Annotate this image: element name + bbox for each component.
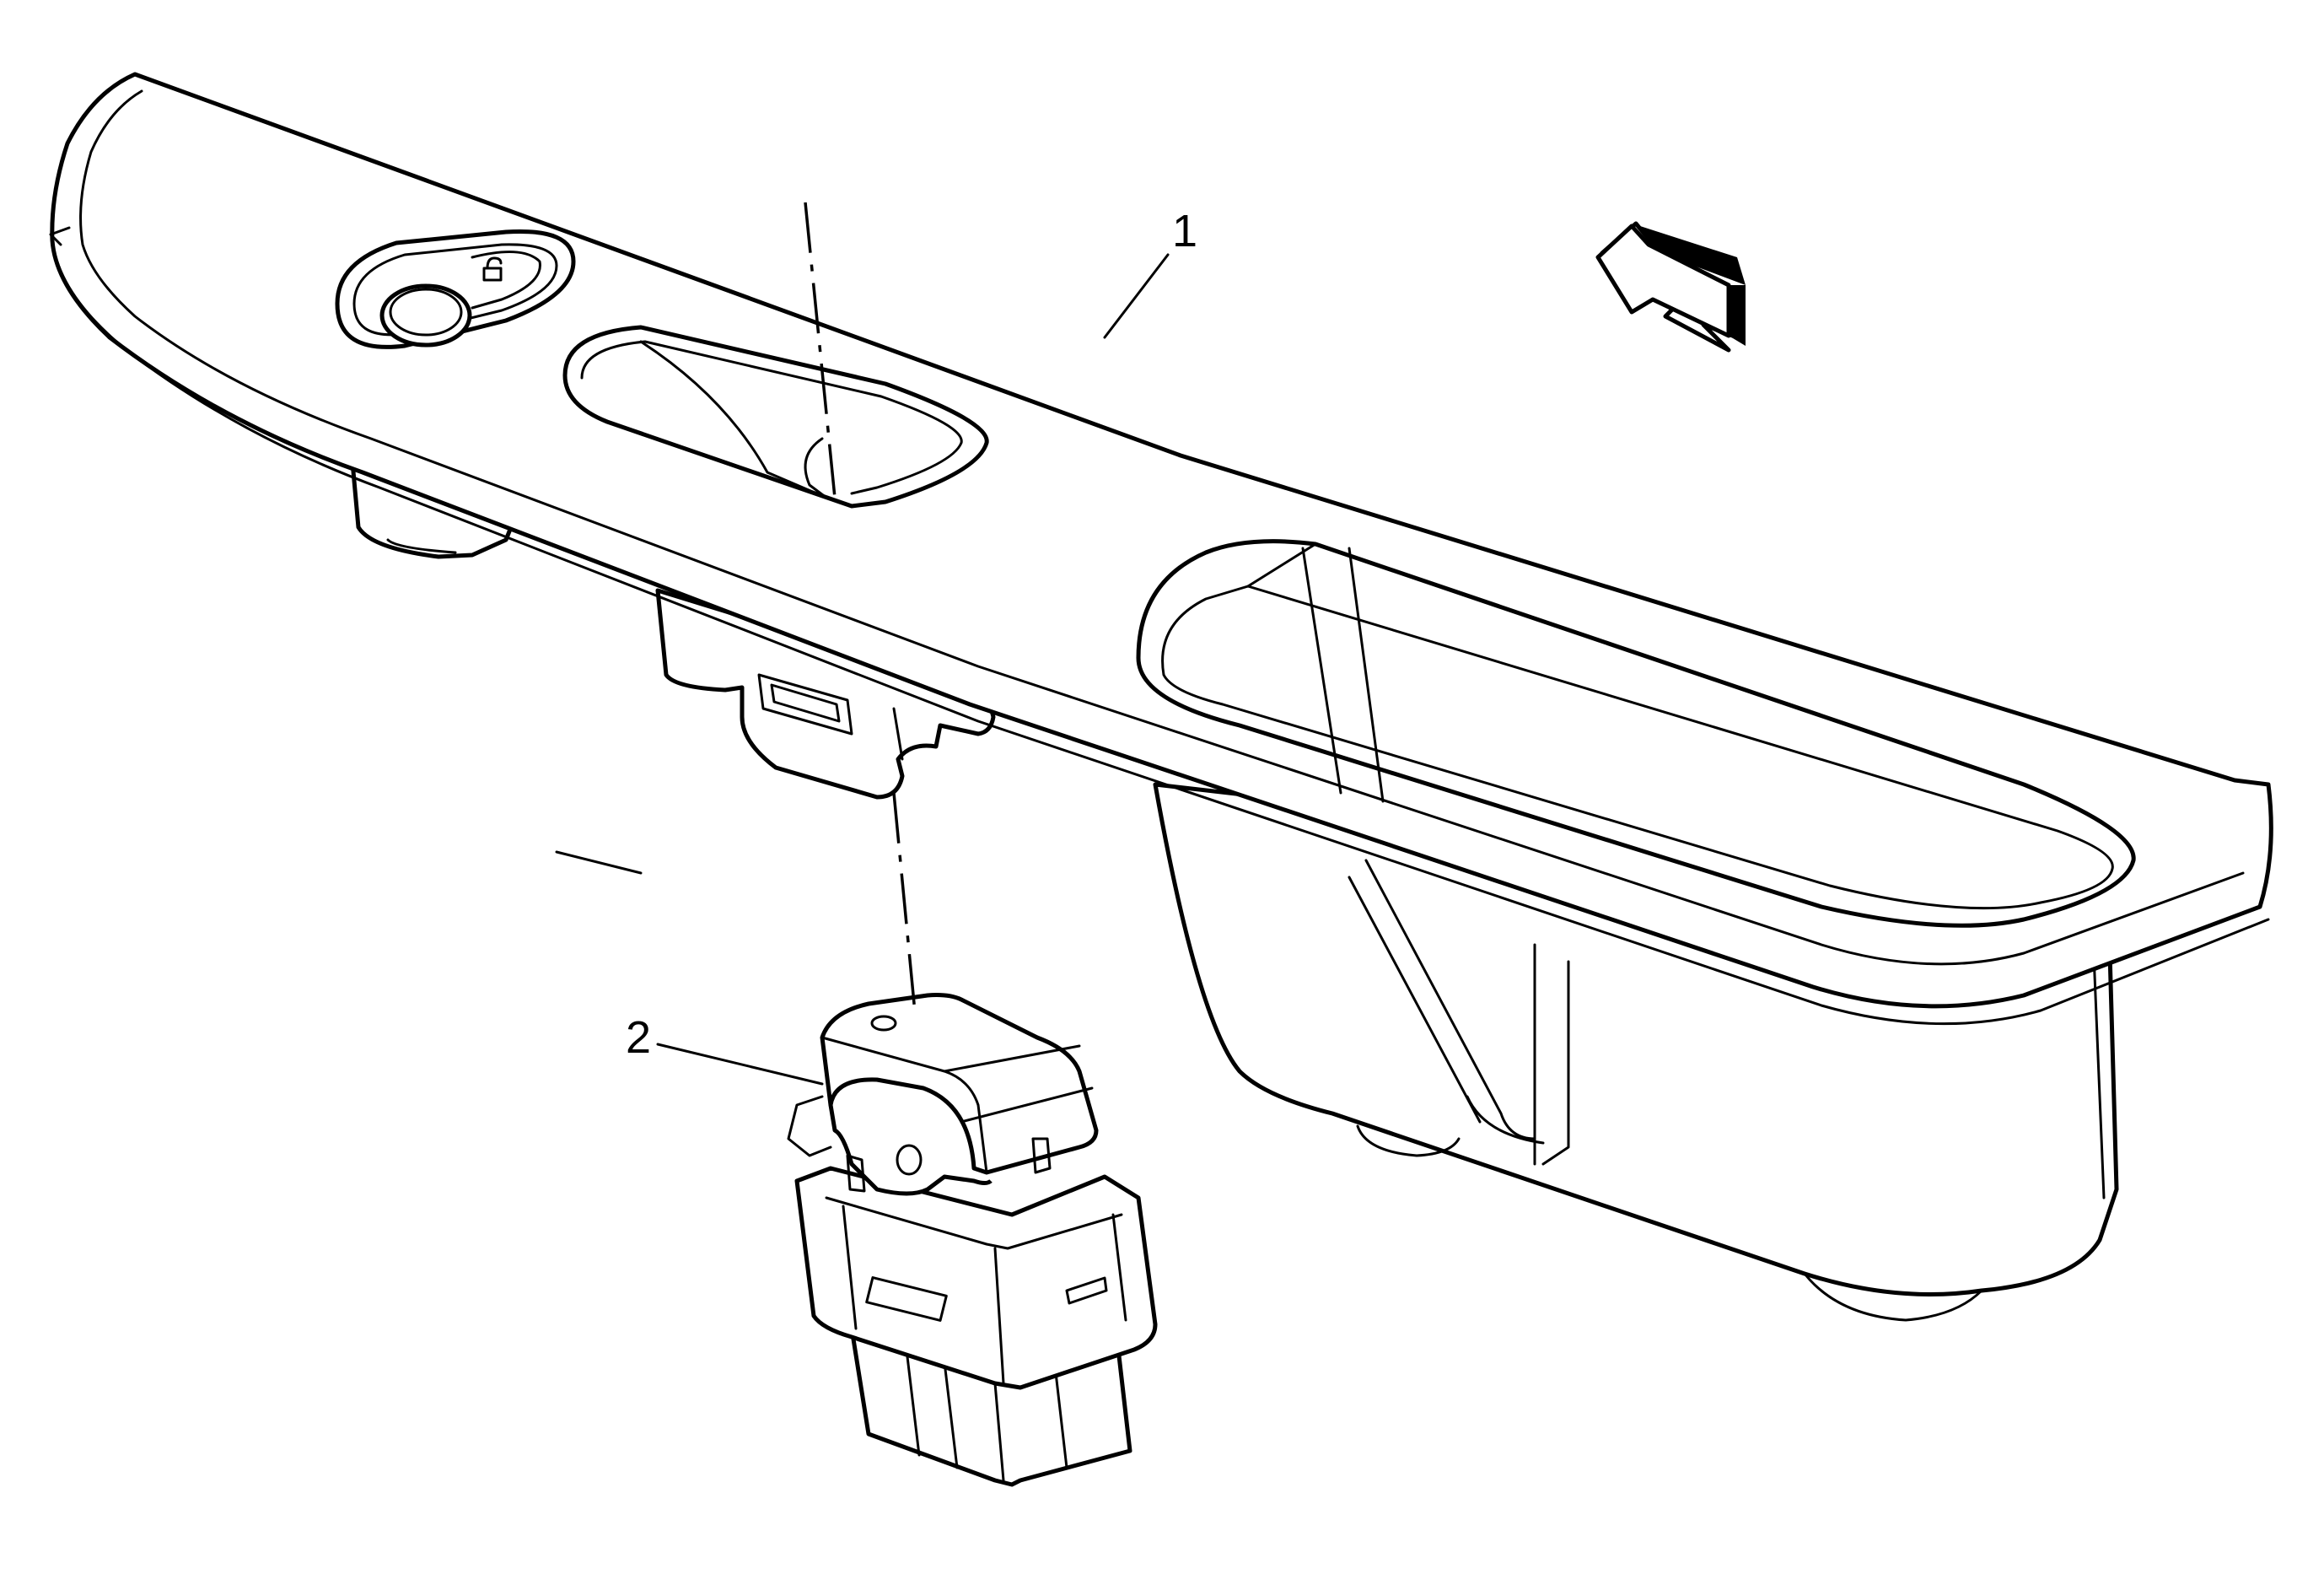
upper-centerline	[804, 202, 837, 499]
arrow-icon	[1595, 221, 1746, 353]
leader-line-1	[1103, 253, 1170, 339]
switch-bezel-panel	[49, 72, 2273, 1322]
pocket-opening	[1136, 539, 2136, 928]
callout-label-2: 2	[626, 1012, 651, 1063]
window-switch-opening	[562, 325, 989, 509]
callout-label-1: 1	[1172, 206, 1197, 256]
latch-slot	[865, 1276, 948, 1322]
lower-centerline	[892, 792, 917, 1013]
side-retaining-clip	[787, 1095, 832, 1157]
unlock-symbol-icon	[482, 256, 503, 282]
door-lock-switch-recess	[335, 229, 576, 349]
leader-line-2	[656, 1043, 824, 1086]
led-indicator-icon	[870, 1015, 897, 1032]
switch-retainer-bracket	[655, 588, 996, 800]
window-switch	[787, 993, 1158, 1487]
left-clip-tab	[49, 226, 71, 246]
